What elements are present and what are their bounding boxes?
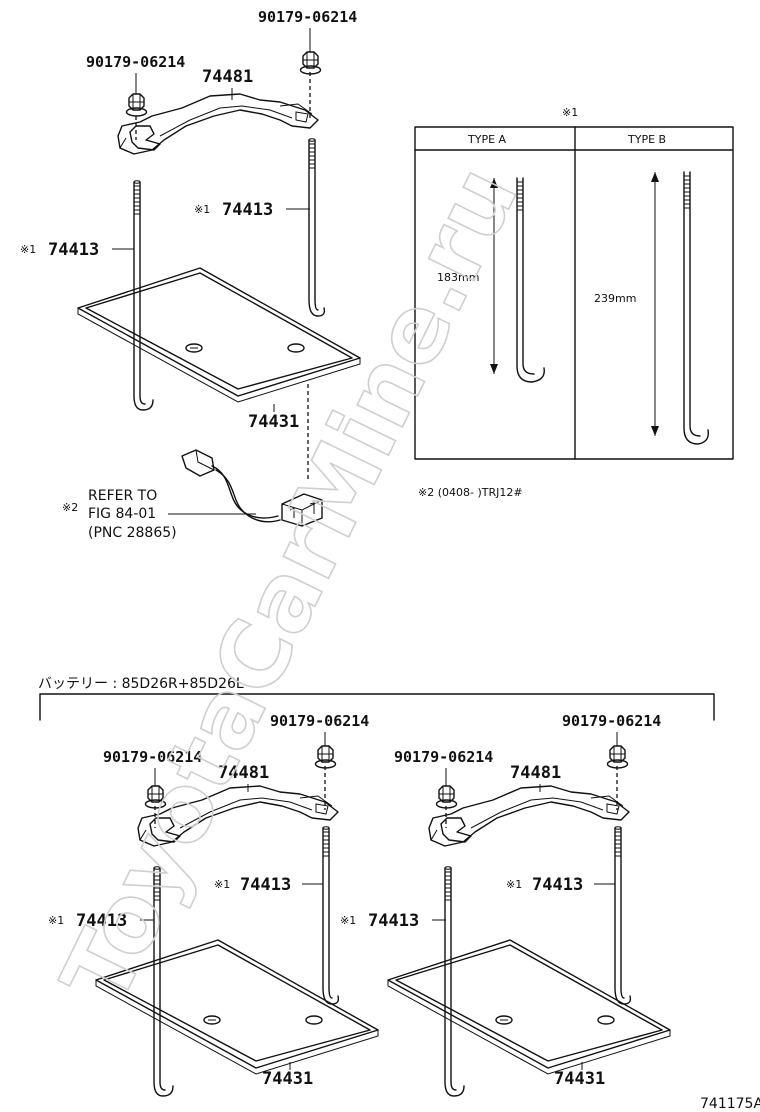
label-tray: 74431 [248,412,299,432]
mark-ref: ※2 [62,501,78,514]
br-mark-rod-right: ※1 [506,878,522,891]
type-a-length: 183mm [437,271,479,284]
tray [77,267,361,403]
bottom-left-assembly: 90179-06214 90179-06214 74481 ※1 74413 ※… [48,712,379,1097]
bl-bolt-left [144,779,167,809]
sensor-harness [181,449,323,527]
type-table-mark: ※1 [562,106,578,119]
battery-section-bracket [39,693,715,721]
rod-right [308,138,326,317]
battery-section: バッテリー : 85D26R+85D26L [38,676,715,721]
bl-bolt-right [314,739,337,769]
br-mark-rod-left: ※1 [340,914,356,927]
type-a-header: TYPE A [467,133,507,146]
bl-label-bolt-left: 90179-06214 [103,748,202,766]
bl-rod-left [153,866,174,1097]
type-b-rod: 239mm [594,171,709,445]
label-clamp: 74481 [202,67,253,87]
ref-line-2: FIG 84-01 [88,506,156,522]
bl-tray [95,939,379,1075]
bolt-left [125,87,148,117]
br-label-bolt-left: 90179-06214 [394,748,493,766]
br-bolt-left [435,779,458,809]
br-rod-right [614,826,632,1005]
br-label-bolt-right: 90179-06214 [562,712,661,730]
figure-code: 741175A [700,1096,760,1112]
type-b-length: 239mm [594,292,636,305]
label-bolt-right: 90179-06214 [258,8,357,26]
br-label-tray: 74431 [554,1069,605,1089]
br-clamp [428,785,630,847]
br-bolt-right [606,739,629,769]
bottom-right-assembly: 90179-06214 90179-06214 74481 ※1 74413 ※… [340,712,671,1097]
br-label-rod-left: 74413 [368,911,419,931]
label-rod-right: 74413 [222,200,273,220]
bl-label-tray: 74431 [262,1069,313,1089]
mark-rod-left: ※1 [20,243,36,256]
ref-line-3: (PNC 28865) [88,525,177,541]
rod-left [133,180,154,411]
type-a-rod: 183mm [437,177,545,383]
type-table-note: ※2 (0408- )TRJ12# [418,486,523,499]
type-table-frame [414,126,734,460]
bl-label-bolt-right: 90179-06214 [270,712,369,730]
br-label-rod-right: 74413 [532,875,583,895]
br-rod-left [444,866,465,1097]
bl-mark-rod-right: ※1 [214,878,230,891]
br-tray [387,939,671,1075]
battery-section-label: バッテリー : 85D26R+85D26L [38,676,244,692]
bolt-right [299,45,322,75]
bl-mark-rod-left: ※1 [48,914,64,927]
type-b-header: TYPE B [627,133,666,146]
bl-label-rod-left: 74413 [76,911,127,931]
top-assembly: 90179-06214 90179-06214 74481 ※1 74413 ※… [20,8,361,541]
type-table: ※1 TYPE A TYPE B 183mm 239mm ※2 (0408- [414,106,734,499]
label-bolt-left: 90179-06214 [86,53,185,71]
label-rod-left: 74413 [48,240,99,260]
bl-label-rod-right: 74413 [240,875,291,895]
mark-rod-right: ※1 [194,203,210,216]
br-label-clamp: 74481 [510,763,561,783]
ref-line-1: REFER TO [88,488,157,504]
bl-label-clamp: 74481 [218,763,269,783]
bl-rod-right [322,826,340,1005]
bl-clamp [137,785,339,847]
clamp-bracket [117,93,319,155]
